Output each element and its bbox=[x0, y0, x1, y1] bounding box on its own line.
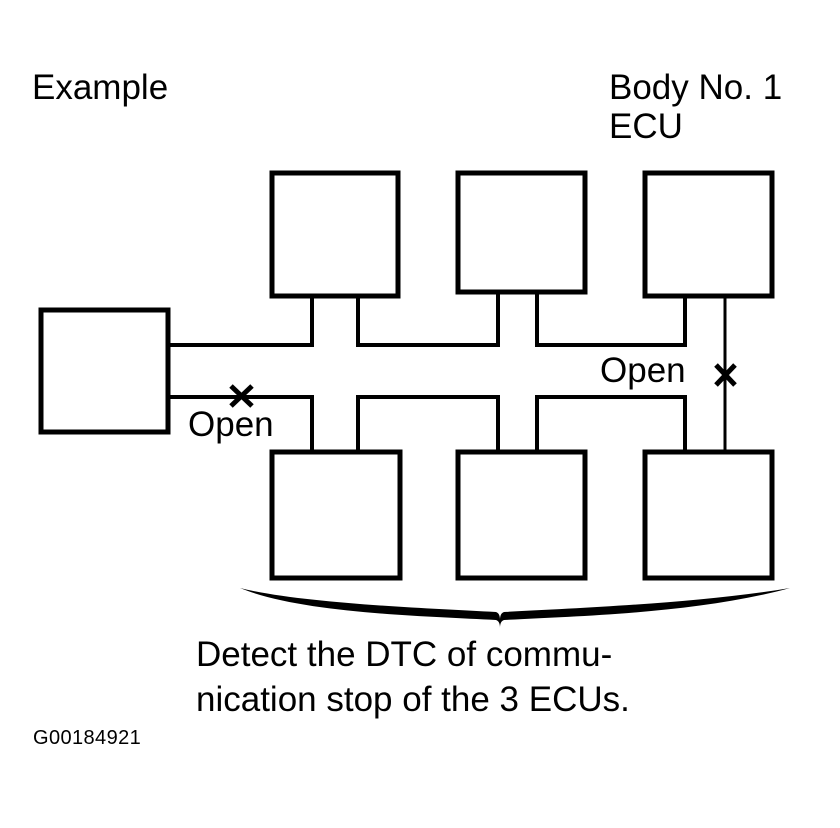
wire-lower-bus-segment-1 bbox=[356, 395, 500, 452]
wire-gateway-to-top-bus bbox=[168, 296, 314, 347]
module-box-top-2 bbox=[455, 170, 588, 295]
figure-id-label: G00184921 bbox=[33, 727, 142, 749]
module-box-bottom-2 bbox=[455, 449, 588, 581]
module-box-bottom-1 bbox=[269, 449, 403, 581]
diagram-caption: Detect the DTC of commu- nication stop o… bbox=[196, 635, 630, 719]
grouping-brace bbox=[240, 588, 790, 628]
wire-top-bus-segment-1 bbox=[356, 292, 500, 347]
module-box-body-no-1-ecu bbox=[642, 170, 775, 299]
open-marker-right-icon bbox=[714, 363, 737, 387]
module-box-bottom-3 bbox=[642, 449, 775, 581]
wire-gateway-to-lower-bus bbox=[168, 395, 314, 452]
wire-lower-bus-segment-2 bbox=[535, 395, 687, 452]
body-no-1-ecu-label: Body No. 1 ECU bbox=[609, 68, 783, 147]
page-title: Example bbox=[32, 68, 169, 107]
open-label-left: Open bbox=[188, 405, 274, 444]
module-box-gateway bbox=[38, 307, 171, 435]
open-label-right: Open bbox=[600, 351, 686, 390]
open-marker-left-icon bbox=[229, 384, 254, 408]
wire-top-bus-segment-2 bbox=[535, 292, 687, 347]
module-box-top-1 bbox=[269, 170, 401, 299]
